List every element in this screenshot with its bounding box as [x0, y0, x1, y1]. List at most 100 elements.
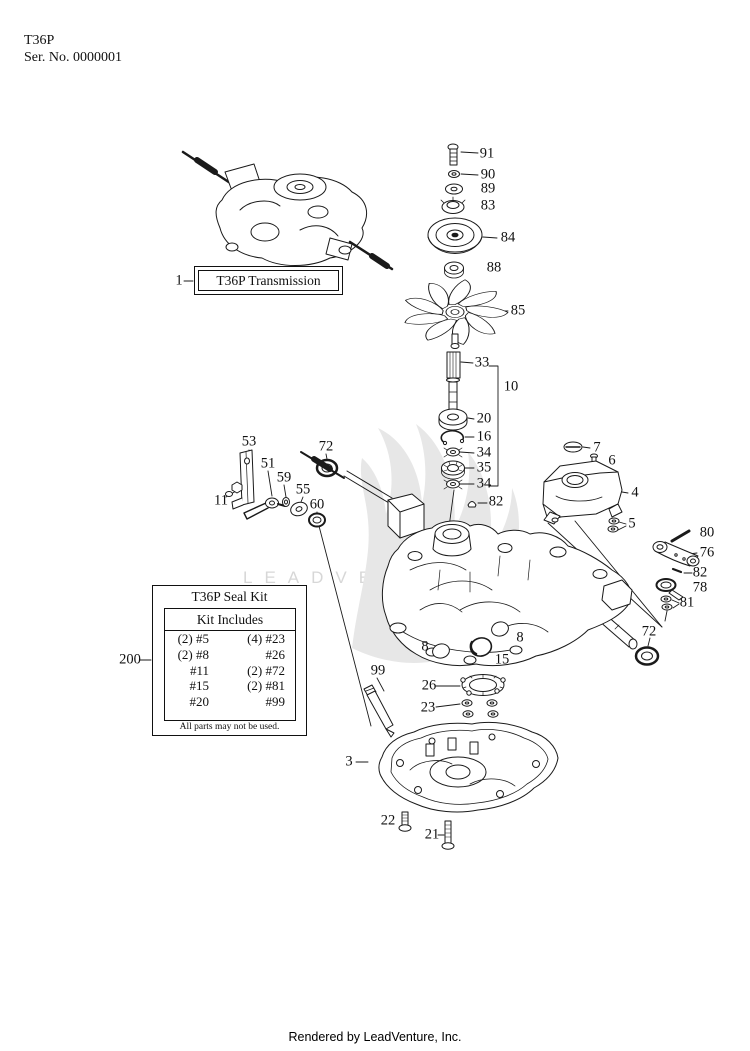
callout-59: 59 [276, 469, 292, 486]
callout-89: 89 [480, 180, 496, 197]
washers-23-drawing [461, 699, 499, 718]
kit-row: #15 (2) #81 [189, 678, 286, 694]
callout-35: 35 [476, 459, 492, 476]
seal-kit-note: All parts may not be used. [179, 722, 280, 732]
callout-22: 22 [380, 812, 396, 829]
left-axle-drawing [300, 451, 425, 539]
lower-housing-drawing [378, 721, 559, 813]
plug-15-drawing [469, 637, 493, 657]
callout-33: 33 [474, 354, 490, 371]
callout-3: 3 [345, 753, 353, 770]
washers-5-drawing [607, 517, 620, 533]
leader-lines [139, 151, 698, 836]
tank-4-drawing [542, 460, 623, 525]
callout-4: 4 [631, 484, 639, 501]
seal-kit-box: T36P Seal Kit Kit Includes (2) #5 (4) #2… [152, 585, 307, 736]
snap-ring-16-drawing [440, 429, 465, 446]
oring-59-drawing [282, 497, 290, 507]
callout-76: 76 [699, 544, 715, 561]
model-number: T36P [24, 33, 55, 48]
callout-55: 55 [295, 481, 311, 498]
callout-34-lower: 34 [476, 475, 492, 492]
bushing-20-drawing [438, 408, 468, 431]
callout-21: 21 [424, 826, 440, 843]
callout-83: 83 [480, 197, 496, 214]
fan-85-drawing [404, 279, 509, 349]
pulley-bolt-91-drawing [447, 143, 459, 166]
shaft-33-drawing [446, 351, 461, 417]
bracket-53-drawing [231, 449, 255, 510]
seal-kit-title: T36P Seal Kit [191, 589, 268, 604]
pin-82-upper-drawing [467, 501, 477, 508]
washer-89-drawing [445, 183, 463, 195]
transmission-assembly-drawing [181, 150, 394, 271]
callout-84: 84 [500, 229, 516, 246]
hub-83-drawing [440, 196, 466, 214]
callout-88: 88 [486, 259, 502, 276]
washer-90-drawing [448, 170, 460, 178]
seal-kit-table-header: Kit Includes [165, 609, 295, 631]
gasket-26-drawing [460, 674, 506, 696]
fork-51-drawing [243, 497, 286, 520]
callout-34-upper: 34 [476, 444, 492, 461]
callout-8-right: 8 [516, 629, 524, 646]
callout-85: 85 [510, 302, 526, 319]
callout-60: 11 [214, 492, 228, 509]
callout-26: 26 [421, 677, 437, 694]
transmission-label-box: T36P Transmission [194, 266, 343, 295]
callout-81: 81 [679, 594, 695, 611]
callout-91: 91 [479, 145, 495, 162]
callout-82-lower: 82 [692, 564, 708, 581]
bearing-35-drawing [441, 460, 465, 480]
callout-72-right: 72 [641, 623, 657, 640]
pin-82-lower-drawing [671, 567, 683, 574]
serial-number: Ser. No. 0000001 [24, 50, 122, 65]
callout-82-upper: 82 [488, 493, 504, 510]
callout-99: 99 [370, 662, 386, 679]
callout-80: 80 [699, 524, 715, 541]
callout-10: 10 [503, 378, 519, 395]
callout-7: 7 [593, 439, 601, 456]
seal-72-right-drawing [634, 646, 660, 666]
clamp-78-drawing [655, 578, 684, 601]
kit-row: #11 (2) #72 [189, 662, 285, 678]
callout-200: 200 [119, 651, 141, 668]
bolt-22-drawing [398, 811, 412, 832]
callout-72-left: 72 [318, 438, 334, 455]
callout-90: 90 [480, 166, 496, 183]
callout-11: 60 [309, 496, 325, 513]
footer-credit: Rendered by LeadVenture, Inc. [288, 1030, 462, 1044]
star-washer-34-lower-drawing [443, 479, 463, 490]
upper-housing-drawing [381, 520, 633, 667]
callout-20: 20 [476, 410, 492, 427]
cap-7-drawing [563, 441, 583, 453]
kit-row: (2) #5 (4) #23 [177, 631, 285, 646]
callout-78: 78 [692, 579, 708, 596]
callout-5: 5 [628, 515, 636, 532]
plug-8-left-drawing [432, 643, 450, 659]
transmission-label: T36P Transmission [198, 270, 339, 291]
star-washer-34-upper-drawing [443, 447, 463, 458]
washers-81-drawing [660, 595, 673, 611]
kit-row: (2) #8 #26 [177, 646, 285, 662]
callout-53: 53 [241, 433, 257, 450]
nut-60-drawing [225, 481, 243, 497]
callout-23: 23 [420, 699, 436, 716]
callout-6: 6 [608, 452, 616, 469]
callout-16: 16 [476, 428, 492, 445]
pin-80-drawing [670, 529, 691, 543]
washer-55-drawing [290, 501, 308, 517]
seal-11-drawing [308, 512, 326, 528]
pulley-84-drawing [427, 217, 483, 254]
washer-88-drawing [444, 261, 464, 279]
callout-8-left: 8 [421, 638, 429, 655]
seal-kit-table: Kit Includes (2) #5 (4) #23 (2) #8 #26 #… [164, 608, 296, 721]
lever-76-drawing [652, 541, 700, 567]
callout-1: 1 [175, 272, 183, 289]
sealant-99-drawing [363, 684, 395, 738]
plug-8-right-drawing [491, 621, 509, 637]
bolt-21-drawing [441, 820, 455, 850]
callout-15: 15 [494, 651, 510, 668]
